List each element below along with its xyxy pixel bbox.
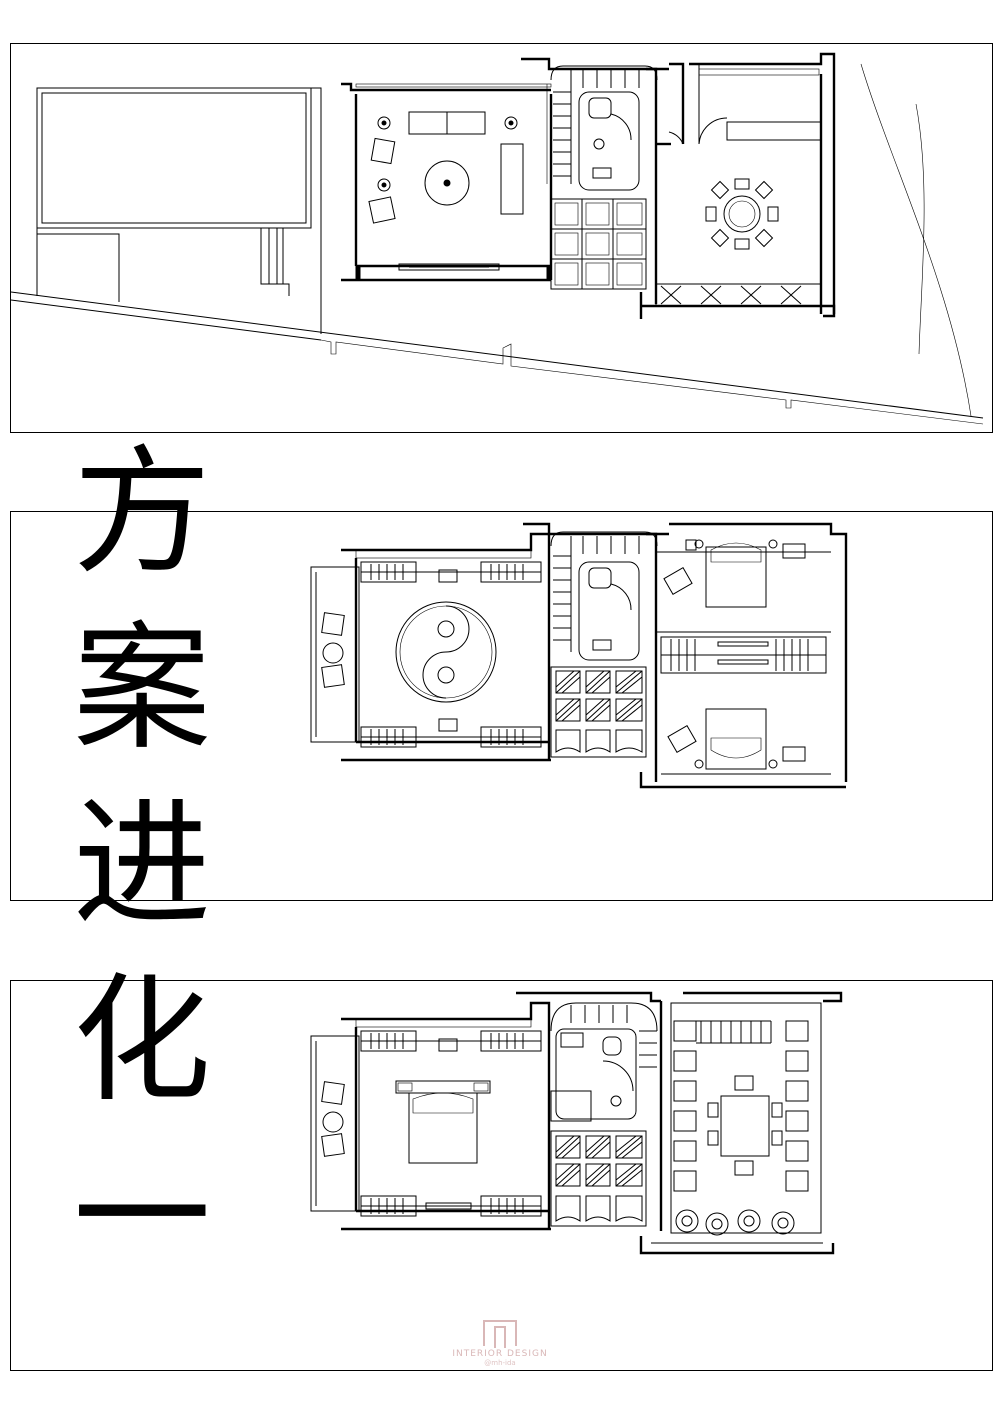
- floor-plan-panel-1: [10, 43, 993, 433]
- vertical-title: 方 案 进 化 一: [62, 425, 222, 1305]
- watermark-brand: INTERIOR DESIGN: [452, 1349, 548, 1359]
- floor-plan-drawing-2: [310, 522, 848, 789]
- watermark-logo: INTERIOR DESIGN @mh-ida: [430, 1320, 570, 1367]
- floor-plan-panel-3: [10, 980, 993, 1371]
- title-char-4: 化: [72, 960, 211, 1121]
- brand-logo-icon: [483, 1320, 517, 1348]
- title-char-2: 案: [72, 608, 211, 769]
- floor-plan-drawing-1: [11, 52, 984, 425]
- title-char-1: 方: [72, 432, 211, 593]
- watermark-handle: @mh-ida: [484, 1359, 516, 1367]
- title-char-3: 进: [72, 784, 211, 945]
- title-char-5: 一: [72, 1136, 211, 1297]
- floor-plan-panel-2: [10, 511, 993, 901]
- floor-plan-drawing-3: [310, 991, 843, 1255]
